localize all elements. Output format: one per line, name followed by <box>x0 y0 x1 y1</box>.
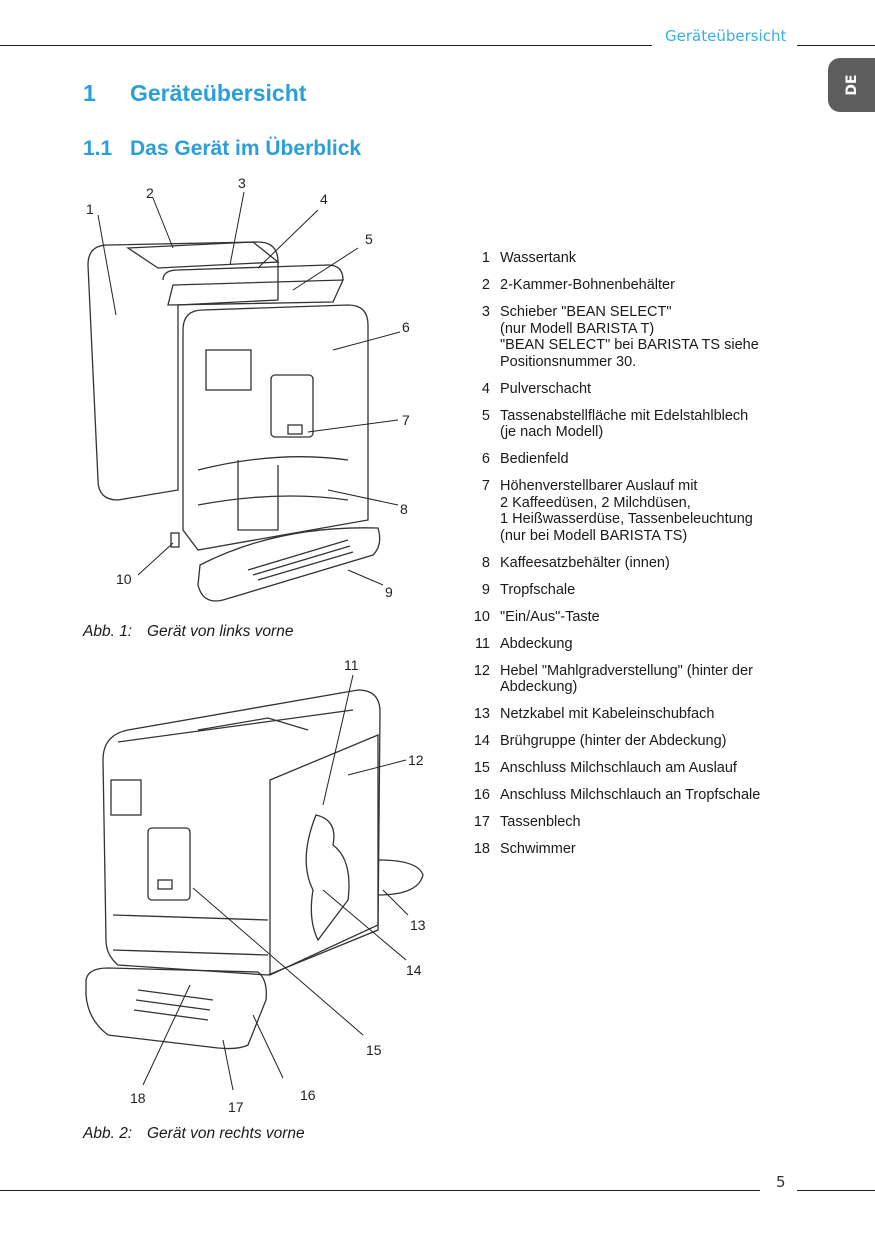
callout-9: 9 <box>385 584 393 600</box>
footer-rule-right <box>797 1190 875 1191</box>
figure-2-caption: Abb. 2: Gerät von rechts vorne <box>83 1125 305 1143</box>
running-title: Geräteübersicht <box>665 27 787 45</box>
footer-rule-left <box>0 1190 760 1191</box>
legend-text: Pulverschacht <box>500 380 592 397</box>
legend-number: 9 <box>481 581 490 598</box>
legend-number: 14 <box>473 733 490 749</box>
callout-1: 1 <box>86 201 94 217</box>
legend-text: Bedienfeld <box>500 451 569 467</box>
legend-item: 4 Pulverschacht <box>470 381 800 398</box>
language-tab-label: DE <box>843 74 860 96</box>
legend-item: 6 Bedienfeld <box>470 451 800 468</box>
header-rule-right <box>797 45 875 46</box>
callout-10: 10 <box>116 571 132 587</box>
legend-number: 17 <box>473 814 490 830</box>
chapter-title: Geräteübersicht <box>130 80 307 106</box>
callout-2: 2 <box>146 185 154 201</box>
legend-item: 13 Netzkabel mit Kabeleinschubfach <box>470 706 800 723</box>
legend-item: 11 Abdeckung <box>470 636 800 653</box>
callout-18: 18 <box>130 1090 146 1106</box>
callout-11: 11 <box>344 657 359 673</box>
page-number: 5 <box>776 1173 786 1191</box>
legend-number: 4 <box>481 380 490 397</box>
legend-number: 16 <box>473 787 490 803</box>
callout-15: 15 <box>366 1042 382 1058</box>
legend-text: Anschluss Milchschlauch am Auslauf <box>500 760 737 776</box>
legend-number: 8 <box>481 554 490 571</box>
callout-6: 6 <box>402 319 410 335</box>
chapter-number: 1 <box>83 80 96 106</box>
legend-item: 8 Kaffeesatzbehälter (innen) <box>470 555 800 572</box>
figure-1-label: Abb. 1: <box>83 623 133 640</box>
legend-text: Höhenverstellbarer Auslauf mit 2 Kaffeed… <box>500 478 753 544</box>
legend-number: 12 <box>473 662 490 679</box>
legend-item: 7 Höhenverstellbarer Auslauf mit 2 Kaffee… <box>470 478 800 544</box>
chapter-heading: 1 Geräteübersicht <box>83 80 306 107</box>
legend-text: Brühgruppe (hinter der Abdeckung) <box>500 733 727 749</box>
legend-item: 17 Tassenblech <box>470 814 800 831</box>
legend-item: 1 Wassertank <box>470 250 800 267</box>
callout-14: 14 <box>406 962 422 978</box>
callout-5: 5 <box>365 231 373 247</box>
section-title: Das Gerät im Überblick <box>130 137 362 160</box>
legend-number: 7 <box>481 478 490 494</box>
legend-number: 18 <box>473 841 490 857</box>
callout-13: 13 <box>410 917 426 933</box>
legend-number: 15 <box>473 760 490 776</box>
legend-text: Anschluss Milchschlauch an Tropfschale <box>500 787 761 803</box>
legend-text: 2-Kammer-Bohnenbehälter <box>500 277 675 293</box>
legend-item: 2 2-Kammer-Bohnenbehälter <box>470 277 800 294</box>
legend-number: 1 <box>481 250 490 266</box>
legend-number: 10 <box>473 608 490 625</box>
legend-number: 3 <box>481 304 490 320</box>
figure-2-label: Abb. 2: <box>83 1125 133 1142</box>
legend-text: Tropfschale <box>500 581 576 598</box>
callout-4: 4 <box>320 191 328 207</box>
legend-text: Schieber "BEAN SELECT" (nur Modell BARIS… <box>500 304 759 370</box>
callout-3: 3 <box>238 175 246 191</box>
legend-text: Tassenblech <box>500 814 581 830</box>
legend-number: 11 <box>474 635 490 652</box>
callout-8: 8 <box>400 501 408 517</box>
legend-item: 5 Tassenabstellfläche mit Edelstahlblech … <box>470 408 800 441</box>
legend-text: Kaffeesatzbehälter (innen) <box>500 554 670 571</box>
legend-item: 18 Schwimmer <box>470 841 800 858</box>
legend-text: Wassertank <box>500 250 577 266</box>
legend-text: Schwimmer <box>500 841 576 857</box>
figure-2-caption-text: Gerät von rechts vorne <box>147 1125 305 1142</box>
legend-item: 14 Brühgruppe (hinter der Abdeckung) <box>470 733 800 750</box>
callout-17: 17 <box>228 1099 244 1115</box>
legend-text: Hebel "Mahlgradverstellung" (hinter der … <box>500 662 753 696</box>
legend-item: 9 Tropfschale <box>470 582 800 599</box>
callout-12: 12 <box>408 752 424 768</box>
legend-text: Netzkabel mit Kabeleinschubfach <box>500 706 715 722</box>
section-heading: 1.1 Das Gerät im Überblick <box>83 137 361 161</box>
language-tab: DE <box>828 58 875 112</box>
section-number: 1.1 <box>83 137 113 160</box>
figure-1-caption-text: Gerät von links vorne <box>147 623 294 640</box>
figure-1-illustration: 1 2 3 4 5 6 7 8 9 10 <box>86 175 410 602</box>
legend-number: 6 <box>481 451 490 467</box>
legend-item: 12 Hebel "Mahlgradverstellung" (hinter de… <box>470 663 800 696</box>
legend-number: 2 <box>481 277 490 293</box>
parts-legend: 1 Wassertank 2 2-Kammer-Bohnenbehälter 3 Schi… <box>470 250 800 868</box>
header-rule-left <box>0 45 652 46</box>
legend-item: 15 Anschluss Milchschlauch am Auslauf <box>470 760 800 777</box>
legend-number: 5 <box>481 407 490 424</box>
legend-text: Abdeckung <box>500 635 573 652</box>
legend-item: 3 Schieber "BEAN SELECT" (nur Modell BARI… <box>470 304 800 370</box>
callout-7: 7 <box>402 412 410 428</box>
figure-1-caption: Abb. 1: Gerät von links vorne <box>83 623 293 641</box>
legend-text: Tassenabstellfläche mit Edelstahlblech (… <box>500 407 749 441</box>
legend-number: 13 <box>473 706 490 722</box>
callout-16: 16 <box>300 1087 316 1103</box>
legend-item: 10 "Ein/Aus"-Taste <box>470 609 800 626</box>
legend-item: 16 Anschluss Milchschlauch an Tropfschale <box>470 787 800 804</box>
legend-text: "Ein/Aus"-Taste <box>500 608 600 625</box>
figure-2-illustration: 11 12 13 14 15 16 17 18 <box>85 657 426 1115</box>
